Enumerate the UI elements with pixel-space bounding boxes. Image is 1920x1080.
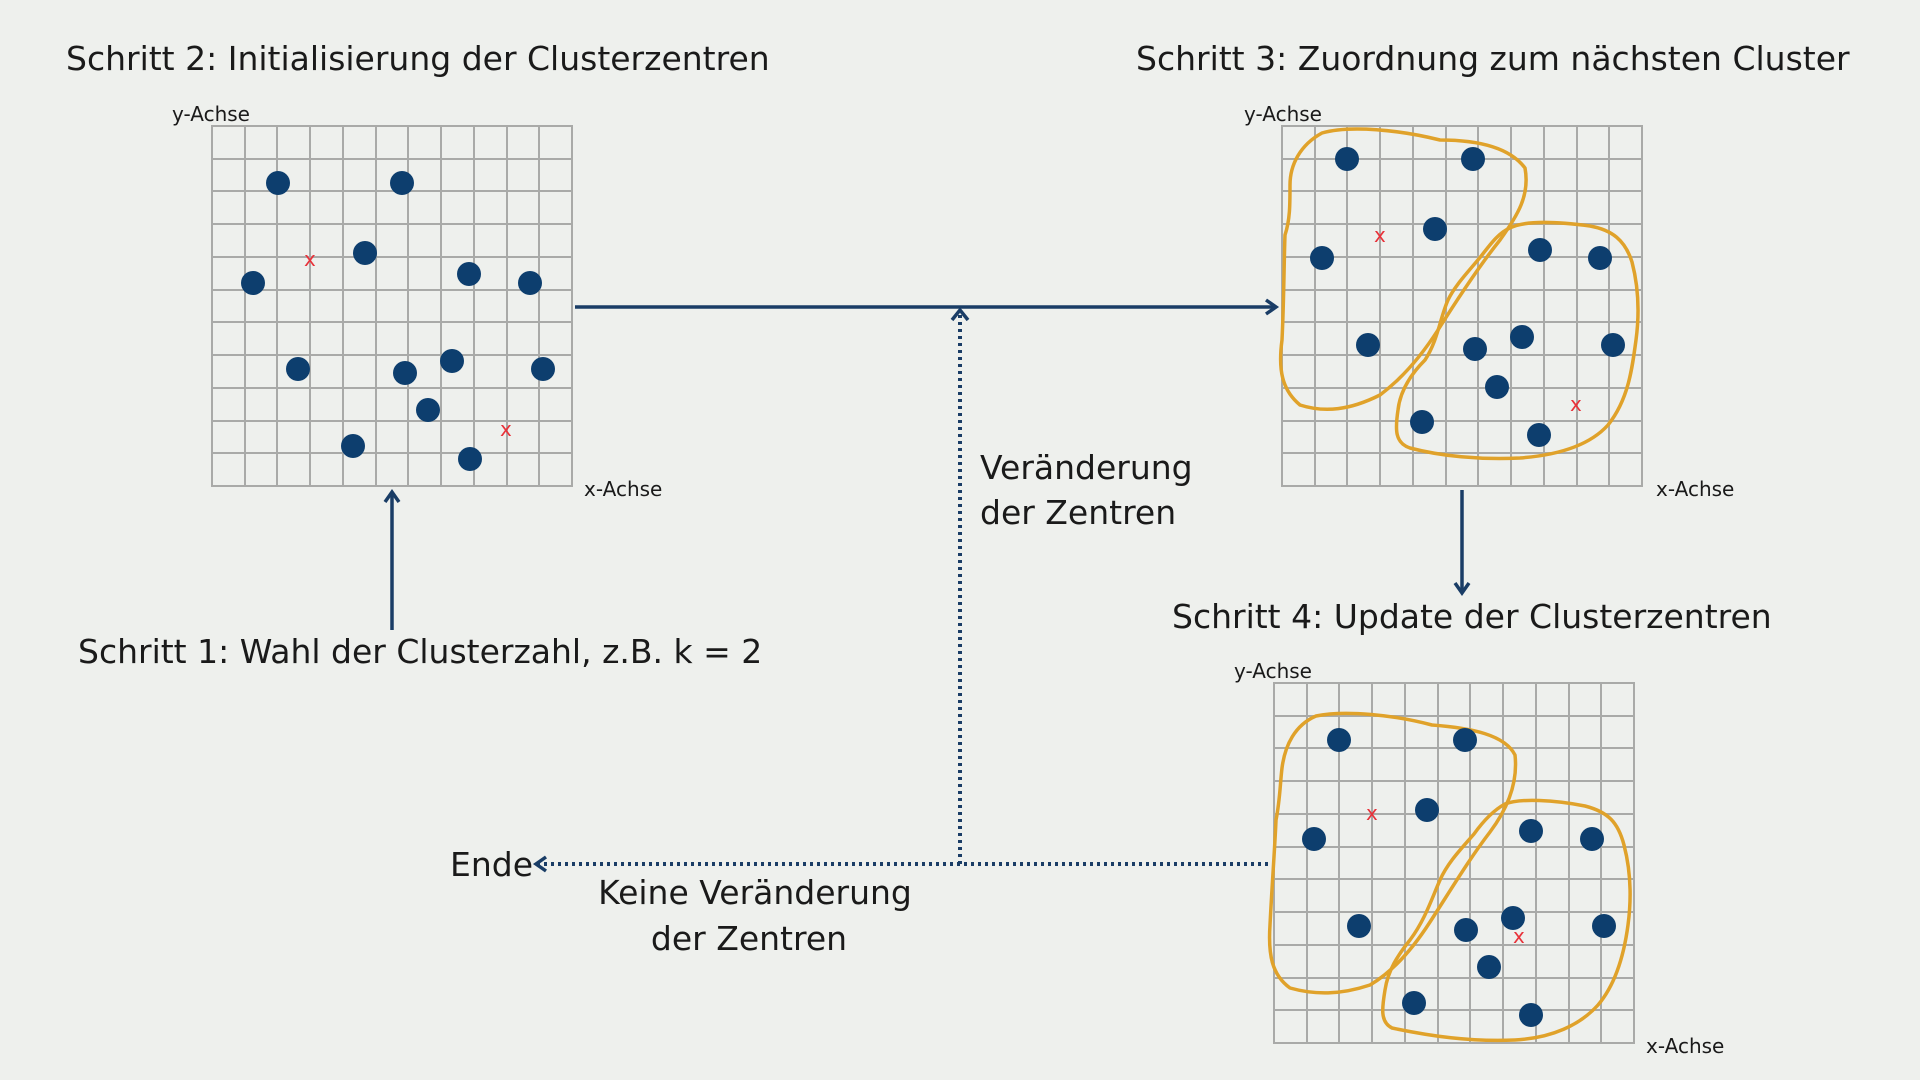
grid	[1281, 125, 1643, 487]
cluster-outline	[1380, 798, 1632, 1043]
step4-title: Schritt 4: Update der Clusterzentren	[1172, 597, 1772, 636]
no-change-label-line1: Keine Veränderung	[598, 873, 912, 912]
data-point	[1501, 906, 1525, 930]
data-point	[1302, 827, 1326, 851]
data-point	[266, 171, 290, 195]
centroid-marker: x	[1366, 801, 1378, 825]
data-point	[457, 262, 481, 286]
step1-title: Schritt 1: Wahl der Clusterzahl, z.B. k …	[78, 632, 762, 671]
centroid-marker: x	[1513, 924, 1525, 948]
data-point	[1461, 147, 1485, 171]
cluster-outline	[1394, 220, 1640, 461]
data-point	[1580, 827, 1604, 851]
data-point	[1310, 246, 1334, 270]
data-point	[1601, 333, 1625, 357]
data-point	[416, 398, 440, 422]
data-point	[518, 271, 542, 295]
data-point	[1347, 914, 1371, 938]
cluster-outline	[1278, 127, 1528, 412]
data-point	[1528, 238, 1552, 262]
cluster-outline	[1267, 711, 1518, 995]
x-axis-label: x-Achse	[1656, 477, 1734, 501]
change-label-line2: der Zentren	[980, 493, 1176, 532]
loop-line-from-step4	[532, 855, 1268, 873]
panel-step2: y-Achse x-Achse x x	[172, 102, 662, 501]
no-change-label-line2: der Zentren	[651, 919, 847, 958]
data-point	[1519, 819, 1543, 843]
data-point	[1454, 918, 1478, 942]
step2-title: Schritt 2: Initialisierung der Clusterze…	[66, 39, 770, 78]
data-point	[1453, 728, 1477, 752]
data-point	[1327, 728, 1351, 752]
centroid-marker: x	[500, 417, 512, 441]
centroid-marker: x	[1374, 223, 1386, 247]
panel-step3: y-Achse x-Achse x x	[1244, 102, 1734, 501]
data-point	[1477, 955, 1501, 979]
data-point	[1519, 1003, 1543, 1027]
data-point	[1335, 147, 1359, 171]
data-point	[341, 434, 365, 458]
data-point	[531, 357, 555, 381]
data-point	[1527, 423, 1551, 447]
y-axis-label: y-Achse	[172, 102, 250, 126]
data-point	[1588, 246, 1612, 270]
change-label-line1: Veränderung	[980, 448, 1193, 487]
data-point	[1510, 325, 1534, 349]
data-point	[1356, 333, 1380, 357]
data-point	[1485, 375, 1509, 399]
end-label: Ende	[450, 845, 533, 884]
panel-step4: y-Achse x-Achse x x	[1234, 659, 1724, 1058]
data-point	[1592, 914, 1616, 938]
arrow-step2-to-step3	[575, 298, 1280, 316]
arrow-step1-to-step2	[383, 488, 401, 630]
data-point	[1415, 798, 1439, 822]
arrow-step3-to-step4	[1453, 490, 1471, 597]
data-point	[393, 361, 417, 385]
loop-arrow-change	[950, 307, 970, 864]
data-point	[241, 271, 265, 295]
data-point	[1410, 410, 1434, 434]
x-axis-label: x-Achse	[1646, 1034, 1724, 1058]
data-point	[1463, 337, 1487, 361]
step3-title: Schritt 3: Zuordnung zum nächsten Cluste…	[1136, 39, 1850, 78]
data-point	[390, 171, 414, 195]
data-point	[458, 447, 482, 471]
data-point	[440, 349, 464, 373]
x-axis-label: x-Achse	[584, 477, 662, 501]
data-point	[353, 241, 377, 265]
centroid-marker: x	[1570, 392, 1582, 416]
data-point	[286, 357, 310, 381]
y-axis-label: y-Achse	[1244, 102, 1322, 126]
data-point	[1423, 217, 1447, 241]
centroid-marker: x	[304, 247, 316, 271]
y-axis-label: y-Achse	[1234, 659, 1312, 683]
data-point	[1402, 991, 1426, 1015]
